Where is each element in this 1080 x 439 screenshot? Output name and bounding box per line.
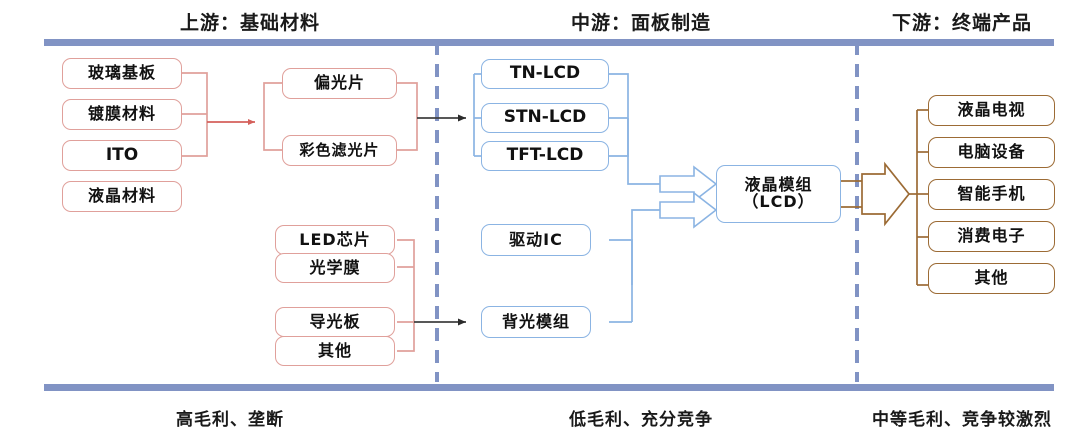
node-other-products[interactable]: 其他 <box>928 263 1055 294</box>
node-ito[interactable]: ITO <box>62 140 182 171</box>
node-tft-lcd[interactable]: TFT-LCD <box>481 141 609 171</box>
node-smartphone[interactable]: 智能手机 <box>928 179 1055 210</box>
node-driver-ic[interactable]: 驱动IC <box>481 224 591 256</box>
header-upstream: 上游：基础材料 <box>179 12 320 34</box>
node-computer-equipment[interactable]: 电脑设备 <box>928 137 1055 168</box>
node-consumer-electronics[interactable]: 消费电子 <box>928 221 1055 252</box>
node-tn-lcd[interactable]: TN-LCD <box>481 59 609 89</box>
footer-midstream: 低毛利、充分竞争 <box>569 410 713 430</box>
node-optical-film[interactable]: 光学膜 <box>275 253 395 283</box>
footer-downstream: 中等毛利、竞争较激烈 <box>872 410 1052 430</box>
node-liquid-crystal-material[interactable]: 液晶材料 <box>62 181 182 212</box>
node-light-guide-plate[interactable]: 导光板 <box>275 307 395 337</box>
node-color-filter[interactable]: 彩色滤光片 <box>282 135 397 166</box>
lcd-module-line2: （LCD） <box>742 192 815 211</box>
bottom-rail <box>44 384 1054 391</box>
block-arrow-components-to-module <box>659 191 718 229</box>
block-arrow-module-to-downstream <box>861 161 911 227</box>
node-coating-material[interactable]: 镀膜材料 <box>62 99 182 130</box>
header-midstream: 中游：面板制造 <box>570 12 711 34</box>
block-arrow-panels-to-module <box>659 165 718 203</box>
footer-upstream: 高毛利、垄断 <box>176 410 284 430</box>
lcd-module-line1: 液晶模组 <box>744 175 813 195</box>
node-polarizer[interactable]: 偏光片 <box>282 68 397 99</box>
node-lcd-tv[interactable]: 液晶电视 <box>928 95 1055 126</box>
node-glass-substrate[interactable]: 玻璃基板 <box>62 58 182 89</box>
header-downstream: 下游：终端产品 <box>891 12 1032 34</box>
node-backlight-module[interactable]: 背光模组 <box>481 306 591 338</box>
node-stn-lcd[interactable]: STN-LCD <box>481 103 609 133</box>
node-other-backlight[interactable]: 其他 <box>275 336 395 366</box>
top-rail <box>44 39 1054 46</box>
node-led-chip[interactable]: LED芯片 <box>275 225 395 255</box>
node-lcd-module[interactable]: 液晶模组 （LCD） <box>716 165 841 223</box>
